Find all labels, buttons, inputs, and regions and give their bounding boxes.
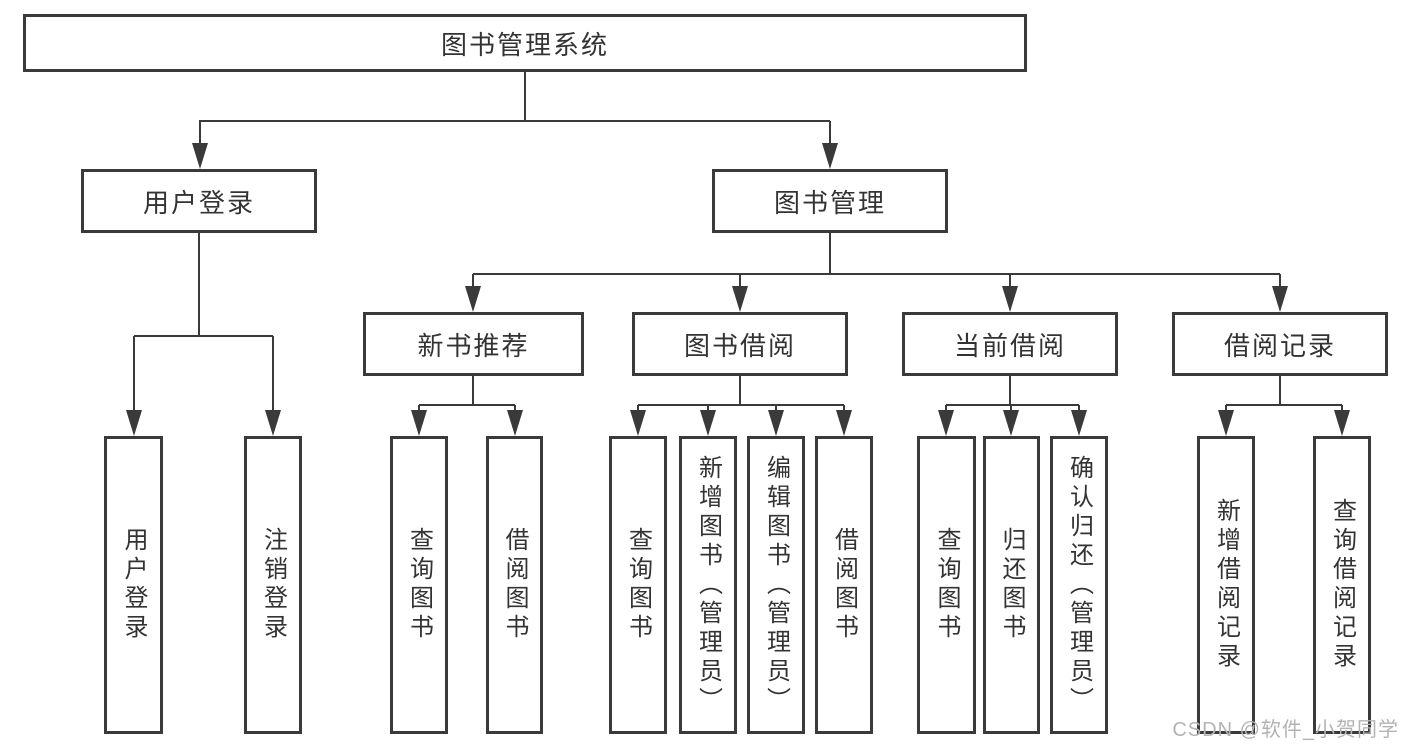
leaf-query-books-recommend: 查询图书	[390, 436, 448, 734]
connector-borrow-records-subtree	[1218, 375, 1350, 436]
connector-current-borrow-subtree	[938, 375, 1087, 436]
leaf-label: 查询图书	[933, 527, 960, 643]
leaf-label: 借阅图书	[830, 527, 858, 643]
node-label: 图书借阅	[683, 330, 796, 361]
leaf-return-book: 归还图书	[983, 436, 1040, 734]
node-label: 新书推荐	[417, 330, 530, 361]
leaf-label: 借阅图书	[501, 527, 528, 643]
connector-user-login-subtree	[126, 232, 281, 436]
leaf-query-borrow-record: 查询借阅记录	[1313, 436, 1371, 734]
node-book-borrowing: 图书借阅	[632, 312, 848, 376]
leaf-confirm-return-admin: 确认归还（管理员）	[1050, 436, 1108, 734]
leaf-label: 查询图书	[624, 527, 652, 643]
node-label: 图书管理	[773, 187, 886, 218]
node-user-login: 用户登录	[81, 169, 317, 233]
leaf-edit-book-admin: 编辑图书（管理员）	[747, 436, 805, 734]
leaf-borrow-book: 借阅图书	[815, 436, 873, 734]
leaf-label: 编辑图书（管理员）	[762, 454, 790, 716]
connector-root-to-level2	[192, 71, 838, 169]
node-label: 用户登录	[142, 187, 255, 218]
leaf-borrow-books-recommend: 借阅图书	[486, 436, 543, 734]
leaf-label: 新增图书（管理员）	[694, 454, 722, 716]
leaf-label: 查询借阅记录	[1328, 498, 1356, 672]
node-borrowing-records: 借阅记录	[1172, 312, 1388, 376]
connector-new-book-rec-subtree	[411, 375, 523, 436]
leaf-label: 确认归还（管理员）	[1065, 454, 1093, 716]
leaf-query-books-borrow: 查询图书	[609, 436, 667, 734]
node-label: 图书管理系统	[440, 29, 609, 60]
node-new-book-recommendation: 新书推荐	[363, 312, 584, 376]
leaf-query-books-current: 查询图书	[917, 436, 976, 734]
connector-book-mgmt-to-level3	[465, 232, 1288, 312]
leaf-add-book-admin: 新增图书（管理员）	[679, 436, 737, 734]
leaf-user-login: 用户登录	[104, 436, 163, 734]
watermark: CSDN @软件_小贺同学	[1172, 719, 1399, 741]
leaf-add-borrow-record: 新增借阅记录	[1197, 436, 1255, 734]
node-book-management: 图书管理	[712, 169, 948, 233]
leaf-logout: 注销登录	[244, 436, 302, 734]
node-label: 借阅记录	[1223, 330, 1336, 361]
node-library-management-system: 图书管理系统	[23, 14, 1027, 72]
leaf-label: 归还图书	[998, 527, 1025, 643]
leaf-label: 用户登录	[120, 527, 147, 643]
leaf-label: 新增借阅记录	[1212, 498, 1240, 672]
leaf-label: 注销登录	[259, 527, 287, 643]
connector-book-borrow-subtree	[630, 375, 852, 436]
node-current-borrowing: 当前借阅	[902, 312, 1118, 376]
node-label: 当前借阅	[953, 330, 1066, 361]
leaf-label: 查询图书	[405, 527, 433, 643]
